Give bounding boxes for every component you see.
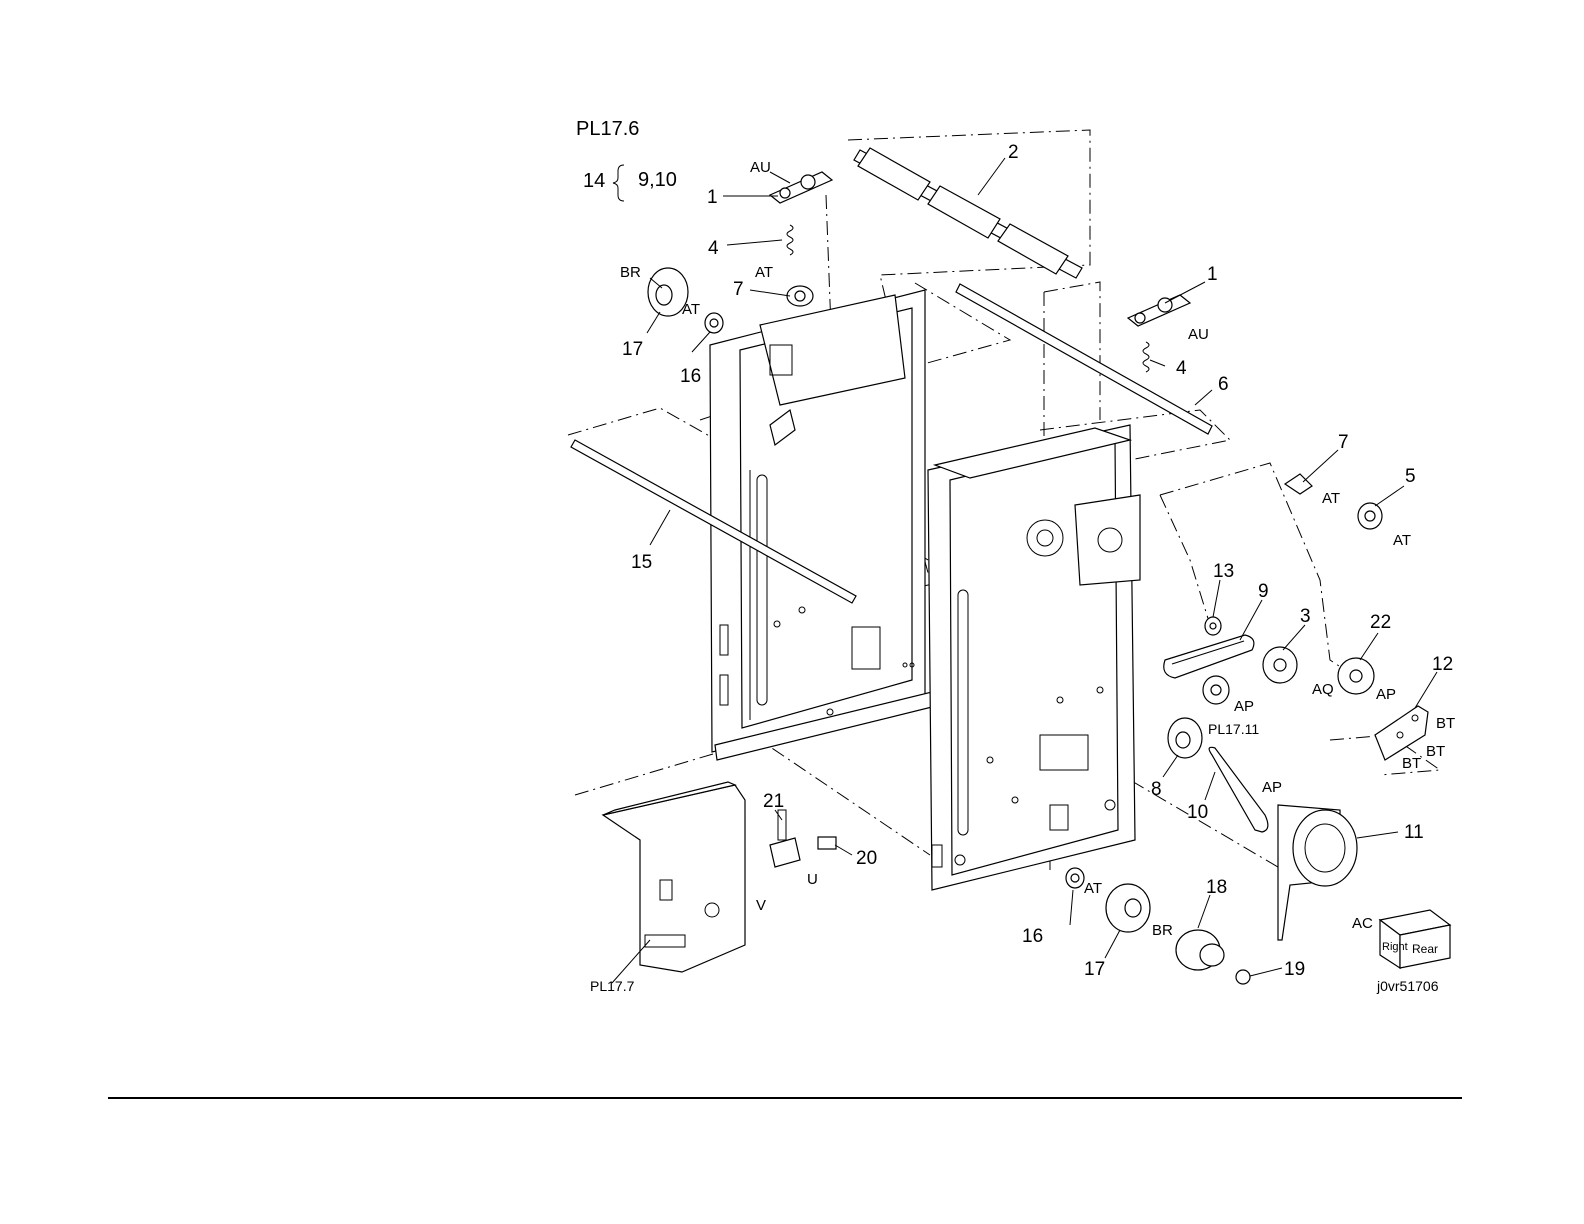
bearing-7-left xyxy=(787,286,813,306)
bracket-21 xyxy=(770,810,800,867)
belt-10 xyxy=(1209,747,1268,832)
pulley-8 xyxy=(1168,718,1202,758)
code-au-right: AU xyxy=(1188,326,1209,343)
plate-title: PL17.6 xyxy=(576,118,639,140)
callout-15: 15 xyxy=(631,552,652,573)
code-u: U xyxy=(807,871,818,888)
gear-pl17-11 xyxy=(1203,676,1229,704)
pulley-18 xyxy=(1176,930,1224,970)
clip-19 xyxy=(1236,970,1250,984)
callout-3: 3 xyxy=(1300,606,1311,627)
sensor-20 xyxy=(818,837,836,849)
callout-17-top: 17 xyxy=(622,339,643,360)
callout-11: 11 xyxy=(1404,822,1424,843)
gear-5 xyxy=(1358,503,1382,529)
callout-6: 6 xyxy=(1218,374,1229,395)
callout-7-right: 7 xyxy=(1338,432,1349,453)
pulley-17-bottom xyxy=(1106,884,1150,932)
callout-1-left: 1 xyxy=(707,187,718,208)
code-at-5: AT xyxy=(1084,880,1102,897)
code-bt-2: BT xyxy=(1426,743,1445,760)
bearing-1-right xyxy=(1128,295,1190,326)
callout-1-right: 1 xyxy=(1207,264,1218,285)
badge-right-face: Right xyxy=(1382,941,1408,953)
bearing-16-bottom xyxy=(1066,868,1084,888)
code-at-2: AT xyxy=(682,301,700,318)
left-frame xyxy=(710,290,940,760)
callout-21: 21 xyxy=(763,791,784,812)
group-note-items: 9,10 xyxy=(638,169,677,191)
gear-22 xyxy=(1338,658,1374,694)
bearing-16-top xyxy=(705,313,723,333)
footer-rule xyxy=(108,1097,1462,1099)
callout-17-bottom: 17 xyxy=(1084,959,1105,980)
code-ap-1: AP xyxy=(1234,698,1254,715)
ref-pl17-7: PL17.7 xyxy=(590,978,635,994)
callout-7-left: 7 xyxy=(733,279,744,300)
code-br-bottom: BR xyxy=(1152,922,1173,939)
code-at-4: AT xyxy=(1393,532,1411,549)
callout-8: 8 xyxy=(1151,779,1162,800)
group-brace xyxy=(613,165,624,201)
code-br-top: BR xyxy=(620,264,641,281)
callout-20: 20 xyxy=(856,848,877,869)
callout-16-bottom: 16 xyxy=(1022,926,1043,947)
code-ap-3: AP xyxy=(1262,779,1282,796)
right-frame xyxy=(928,425,1140,890)
ref-pl17-11: PL17.11 xyxy=(1208,721,1259,737)
orientation-badge: Right Rear xyxy=(1380,910,1450,968)
image-code: j0vr51706 xyxy=(1376,978,1439,994)
spring-4-left xyxy=(787,225,793,255)
callout-22: 22 xyxy=(1370,612,1391,633)
callout-10: 10 xyxy=(1187,802,1208,823)
motor-11 xyxy=(1278,805,1357,940)
callout-18: 18 xyxy=(1206,877,1227,898)
callout-9: 9 xyxy=(1258,581,1269,602)
spring-4-right xyxy=(1143,342,1149,372)
code-ac: AC xyxy=(1352,915,1373,932)
callout-19: 19 xyxy=(1284,959,1305,980)
callout-16-top: 16 xyxy=(680,366,701,387)
code-au-left: AU xyxy=(750,159,771,176)
belt-9 xyxy=(1164,635,1254,678)
bracket-12 xyxy=(1375,706,1428,760)
code-at-1: AT xyxy=(755,264,773,281)
callout-13: 13 xyxy=(1213,561,1234,582)
badge-rear-face: Rear xyxy=(1412,942,1438,956)
group-note: 14 9,10 xyxy=(583,165,677,201)
callout-4-left: 4 xyxy=(708,238,719,259)
callout-12: 12 xyxy=(1432,654,1453,675)
code-v: V xyxy=(756,897,766,914)
bracket-pl17-7 xyxy=(603,782,745,972)
code-ap-2: AP xyxy=(1376,686,1396,703)
bearing-13 xyxy=(1205,617,1221,635)
code-bt-1: BT xyxy=(1436,715,1455,732)
callout-2: 2 xyxy=(1008,142,1019,163)
code-bt-3: BT xyxy=(1402,755,1421,772)
group-note-number: 14 xyxy=(583,170,605,192)
roller-assembly xyxy=(854,148,1082,278)
callout-4-right: 4 xyxy=(1176,358,1187,379)
callout-5: 5 xyxy=(1405,466,1416,487)
code-at-3: AT xyxy=(1322,490,1340,507)
gear-3 xyxy=(1263,647,1297,683)
code-aq: AQ xyxy=(1312,681,1334,698)
